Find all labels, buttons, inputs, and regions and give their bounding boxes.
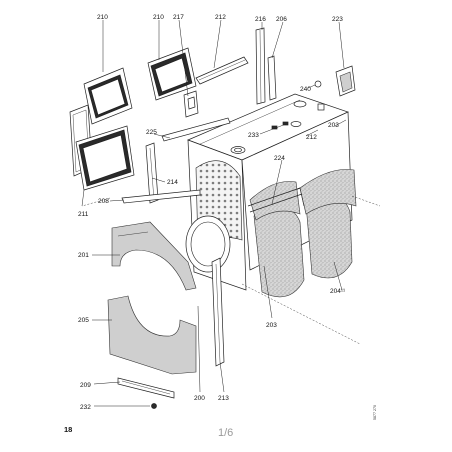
label-209: 209 bbox=[80, 382, 91, 389]
folio: 1/6 bbox=[218, 427, 233, 439]
top-rail-212 bbox=[195, 56, 249, 85]
assembly-axis-lines bbox=[81, 195, 381, 345]
upright-206 bbox=[267, 55, 277, 101]
label-233: 233 bbox=[248, 132, 259, 139]
label-224: 224 bbox=[274, 155, 285, 162]
label-206: 206 bbox=[276, 16, 287, 23]
upright-216 bbox=[255, 27, 266, 105]
label-240: 240 bbox=[300, 86, 311, 93]
label-205: 205 bbox=[78, 317, 89, 324]
label-232: 232 bbox=[80, 404, 91, 411]
screw-232 bbox=[151, 403, 157, 409]
bar-225 bbox=[161, 117, 231, 142]
insulation-panel-210-left bbox=[83, 67, 133, 125]
label-204: 204¹¹ bbox=[330, 288, 346, 295]
label-203: 203 bbox=[328, 122, 339, 129]
bracket-209 bbox=[117, 377, 175, 399]
front-insulation-201 bbox=[111, 221, 197, 291]
label-210: 210 bbox=[153, 14, 164, 21]
front-insulation-205 bbox=[107, 295, 197, 375]
page-number: 18 bbox=[64, 425, 72, 434]
label-201: 201 bbox=[78, 252, 89, 259]
label-leaders bbox=[81, 19, 347, 407]
label-214: 214 bbox=[167, 179, 178, 186]
label-203: 203 bbox=[266, 322, 277, 329]
bracket-217 bbox=[183, 90, 199, 118]
label-208: 208 bbox=[98, 198, 109, 205]
bottom-rail-208 bbox=[121, 189, 201, 204]
label-212: 212 bbox=[215, 14, 226, 21]
side-post-214 bbox=[145, 142, 159, 204]
flue-collar-223 bbox=[335, 65, 356, 97]
drum-upper-shells bbox=[249, 169, 357, 221]
label-225: 225 bbox=[146, 129, 157, 136]
label-211: 211 bbox=[78, 211, 89, 218]
insulation-panel-211 bbox=[75, 125, 135, 191]
document-code: 5877 270 bbox=[373, 405, 377, 420]
label-213: 213 bbox=[218, 395, 229, 402]
post-213 bbox=[211, 257, 225, 367]
label-210: 210 bbox=[97, 14, 108, 21]
label-217: 217 bbox=[173, 14, 184, 21]
frame-224 bbox=[247, 187, 303, 213]
label-216: 216 bbox=[255, 16, 266, 23]
label-223: 223 bbox=[332, 16, 343, 23]
fitting-240 bbox=[307, 80, 322, 89]
label-212: 212 bbox=[306, 134, 317, 141]
label-200: 200 bbox=[194, 395, 205, 402]
insulation-panel-210-top bbox=[147, 47, 197, 101]
